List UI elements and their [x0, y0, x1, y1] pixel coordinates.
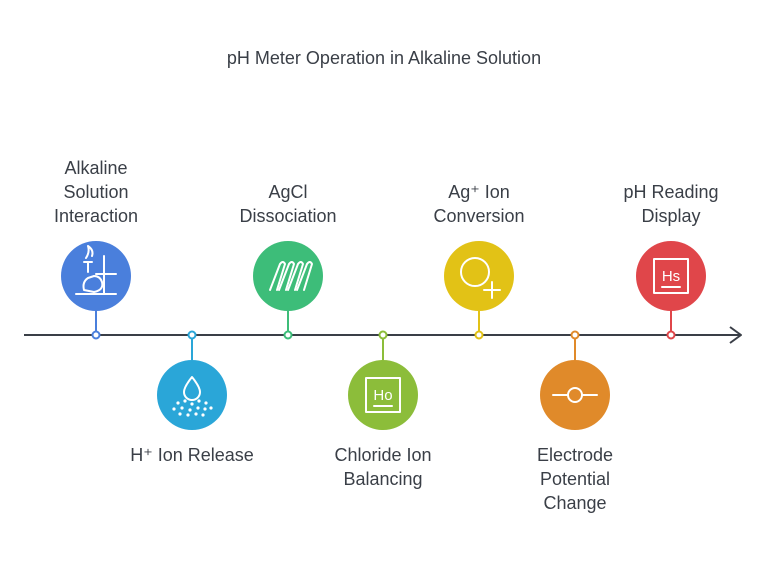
step-label-line: Alkaline — [64, 158, 128, 178]
step-label-h-ion-release: H⁺ Ion Release — [117, 443, 267, 467]
timeline-node — [378, 330, 388, 340]
timeline-node — [570, 330, 580, 340]
step-circle — [444, 241, 514, 311]
timeline-node — [91, 330, 101, 340]
step-label-line: Potential — [539, 469, 611, 489]
step-ag-ion-conversion — [444, 241, 514, 340]
circle-plus-icon — [460, 257, 501, 299]
holmium-element-icon: Ho — [365, 377, 401, 413]
coil-icon — [269, 261, 313, 291]
node-line-icon — [552, 387, 598, 403]
step-h-ion-release — [157, 330, 227, 430]
step-circle — [157, 360, 227, 430]
timeline-arrowhead — [729, 326, 742, 344]
timeline-node — [283, 330, 293, 340]
step-electrode-potential-change — [540, 330, 610, 430]
step-label-line: pH Reading — [623, 182, 719, 202]
timeline-node — [187, 330, 197, 340]
step-ph-reading-display: Hs — [636, 241, 706, 340]
step-label-line: Conversion — [433, 206, 525, 226]
step-label-line: AgCl — [268, 182, 308, 202]
svg-text:Hs: Hs — [662, 268, 680, 285]
step-label-line: Change — [543, 493, 607, 513]
page-title: pH Meter Operation in Alkaline Solution — [226, 48, 542, 68]
step-label-line: Electrode — [536, 445, 614, 465]
step-label-line: Solution — [63, 182, 129, 202]
drop-dissolving-icon — [172, 376, 213, 417]
step-label-line: Chloride Ion — [334, 445, 432, 465]
bunsen-burner-flask-icon — [75, 245, 117, 295]
timeline-node — [666, 330, 676, 340]
step-label-line: Balancing — [343, 469, 423, 489]
step-label-line: Dissociation — [239, 206, 337, 226]
step-label-line: Interaction — [53, 206, 139, 226]
step-alkaline-solution-interaction — [61, 241, 131, 340]
step-circle — [540, 360, 610, 430]
step-label-line: H⁺ Ion Release — [130, 445, 254, 465]
hassium-element-icon: Hs — [653, 258, 689, 294]
step-label-line: Ag⁺ Ion — [448, 182, 510, 202]
svg-text:Ho: Ho — [373, 387, 392, 404]
timeline-node — [474, 330, 484, 340]
step-circle — [253, 241, 323, 311]
step-label-line: Display — [641, 206, 701, 226]
step-chloride-ion-balancing: Ho — [348, 330, 418, 430]
step-agcl-dissociation — [253, 241, 323, 340]
